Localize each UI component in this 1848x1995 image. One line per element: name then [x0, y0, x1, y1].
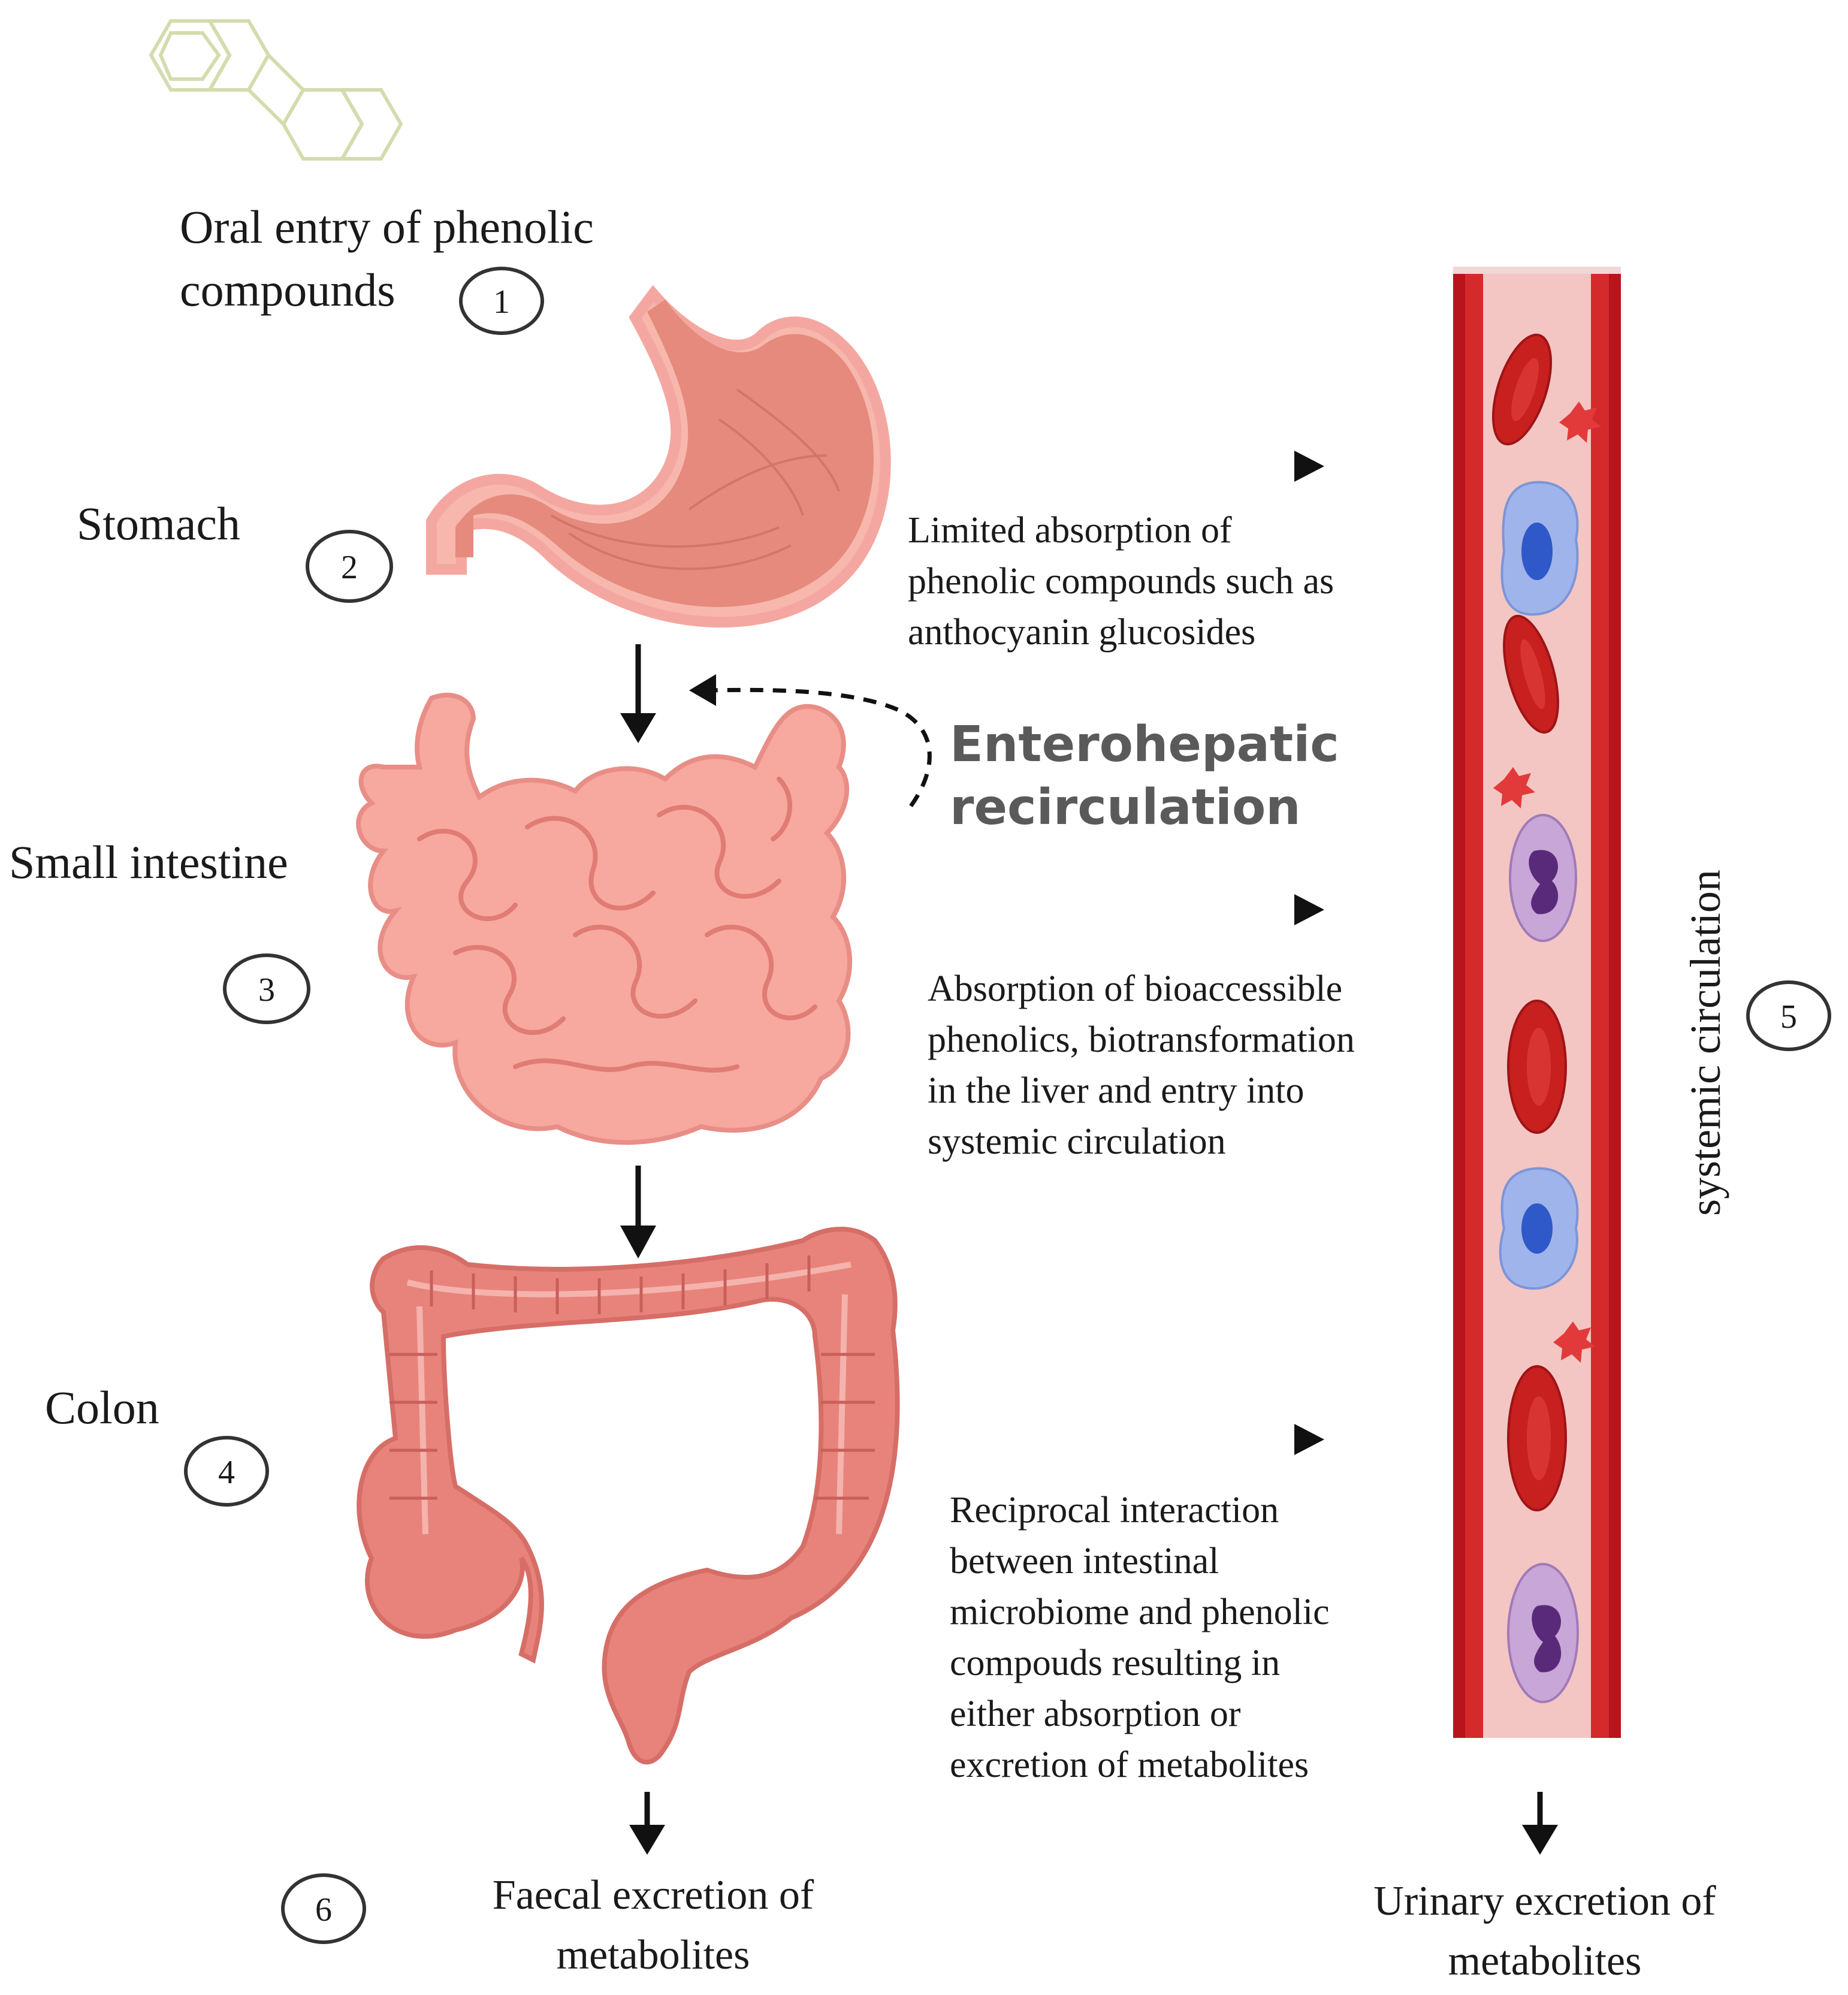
blood-vessel-icon [1453, 267, 1621, 1738]
urinary-arrow [1522, 1792, 1558, 1855]
small-intestine-icon [356, 693, 853, 1145]
small-intestine-label: Small intestine [9, 836, 288, 888]
enterohepatic-line2: recirculation [950, 779, 1301, 836]
intestine-to-colon-arrow [620, 1166, 656, 1258]
svg-text:excretion of metabolites: excretion of metabolites [950, 1745, 1309, 1785]
svg-text:compouds resulting in: compouds resulting in [950, 1643, 1280, 1683]
svg-text:microbiome and phenolic: microbiome and phenolic [950, 1592, 1330, 1632]
svg-text:2: 2 [341, 549, 358, 586]
stomach-absorption-text: Limited absorption of phenolic compounds… [908, 510, 1334, 653]
oral-entry-line2: compounds [180, 264, 395, 316]
oral-entry-line1: Oral entry of phenolic [180, 201, 594, 253]
enterohepatic-line1: Enterohepatic [950, 716, 1339, 773]
step-5-badge: 5 [1746, 980, 1831, 1051]
colon-icon [357, 1227, 900, 1765]
urinary-line1: Urinary excretion of [1373, 1878, 1716, 1924]
svg-text:Reciprocal interaction: Reciprocal interaction [950, 1490, 1279, 1531]
stomach-label: Stomach [77, 497, 240, 550]
step-6-badge: 6 [281, 1873, 366, 1944]
faecal-line2: metabolites [557, 1932, 750, 1978]
colon-label: Colon [45, 1381, 159, 1433]
systemic-circulation-label: systemic circulation [1681, 870, 1729, 1216]
svg-text:3: 3 [258, 971, 275, 1009]
svg-text:phenolics, biotransformation: phenolics, biotransformation [928, 1019, 1355, 1060]
svg-text:Limited absorption of: Limited absorption of [908, 510, 1232, 551]
step-4-badge: 4 [184, 1436, 269, 1507]
svg-text:either absorption or: either absorption or [950, 1694, 1241, 1734]
step-2-badge: 2 [306, 530, 393, 603]
faecal-line1: Faecal excretion of [493, 1872, 814, 1918]
svg-text:anthocyanin glucosides: anthocyanin glucosides [908, 612, 1255, 653]
svg-text:1: 1 [493, 283, 510, 321]
urinary-line2: metabolites [1448, 1938, 1642, 1984]
stomach-icon [426, 285, 891, 628]
step-1-badge: 1 [459, 267, 544, 335]
svg-text:6: 6 [315, 1891, 332, 1928]
svg-text:between intestinal: between intestinal [950, 1541, 1219, 1581]
svg-text:5: 5 [1780, 998, 1797, 1036]
phenolic-molecule-icon [149, 19, 403, 161]
svg-text:phenolic compounds such as: phenolic compounds such as [908, 561, 1334, 602]
step-3-badge: 3 [223, 953, 310, 1024]
svg-text:systemic circulation: systemic circulation [928, 1121, 1226, 1162]
intestine-absorption-text: Absorption of bioaccessible phenolics, b… [928, 968, 1355, 1162]
enterohepatic-arrow [689, 674, 932, 808]
stomach-to-intestine-arrow [620, 644, 656, 743]
svg-text:Absorption of bioaccessible: Absorption of bioaccessible [928, 968, 1342, 1009]
svg-text:4: 4 [218, 1454, 235, 1491]
faecal-arrow [629, 1792, 665, 1855]
svg-text:in the liver and entry into: in the liver and entry into [928, 1070, 1304, 1111]
colon-interaction-text: Reciprocal interaction between intestina… [950, 1490, 1330, 1785]
